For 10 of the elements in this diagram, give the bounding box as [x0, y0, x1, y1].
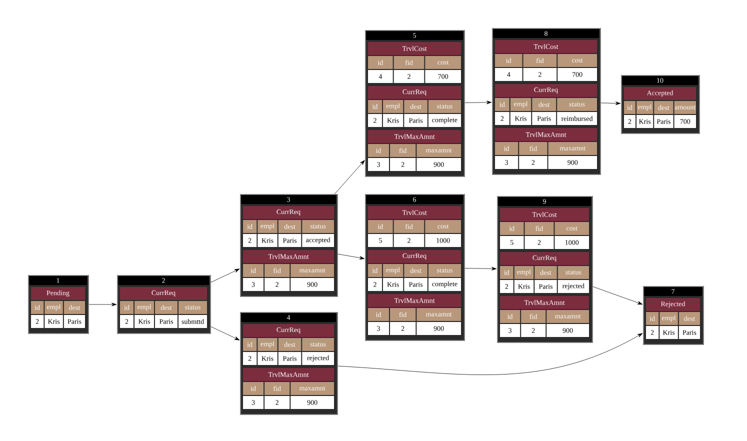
arrow [600, 102, 621, 106]
arrow [88, 302, 117, 306]
arrow [334, 160, 365, 194]
arrow [210, 326, 240, 340]
arrow [338, 333, 643, 375]
arrow [464, 266, 497, 270]
arrow [592, 286, 643, 305]
arrow [464, 100, 492, 104]
arrow [210, 268, 240, 282]
arrow [338, 254, 365, 260]
